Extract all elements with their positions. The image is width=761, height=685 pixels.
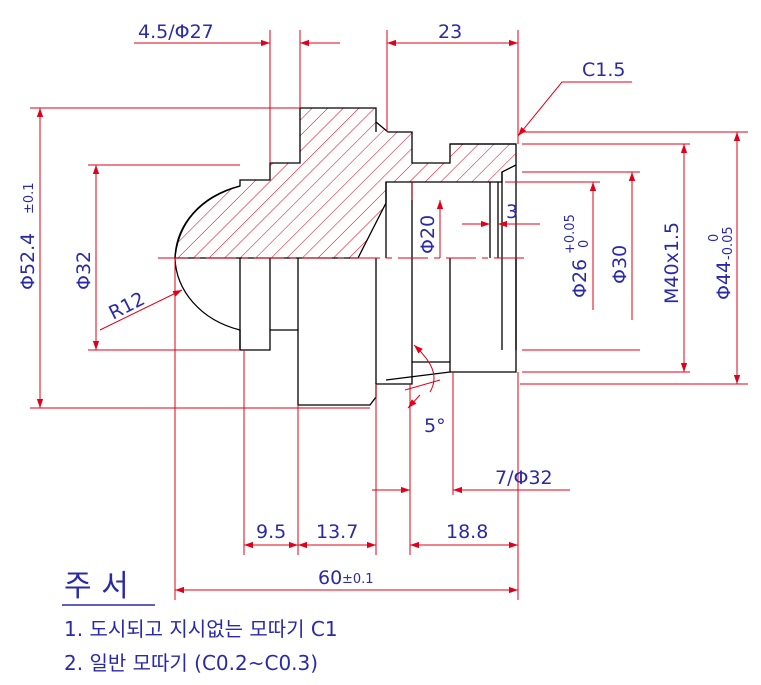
- dim-dia-30: Φ30: [609, 245, 631, 284]
- dim-radius: R12: [105, 288, 148, 325]
- lower-half-outline: [174, 257, 517, 406]
- dim-dia-44-tol-upper: 0: [707, 234, 722, 242]
- dim-groove-right: 7/Φ32: [495, 467, 553, 489]
- note-line-1: 1. 도시되고 지시없는 모따기 C1: [64, 617, 338, 641]
- dim-dia-26-tol-upper: +0.05: [563, 214, 578, 254]
- groove-edges: [375, 122, 516, 145]
- dim-len-18-8: 18.8: [446, 521, 488, 543]
- dim-groove-width: 4.5/Φ27: [138, 21, 214, 43]
- chamfer-5deg: [385, 371, 451, 381]
- dim-flange-dia-group: Φ52.4 ±0.1: [17, 182, 39, 290]
- notes-block: 주 서 1. 도시되고 지시없는 모따기 C1 2. 일반 모따기 (C0.2~…: [62, 569, 338, 675]
- dim-dia-26: Φ26: [569, 259, 591, 298]
- notes-title: 주 서: [64, 569, 129, 604]
- section-hatch: [174, 107, 517, 259]
- dim-dia-26-tol-lower: 0: [577, 240, 592, 248]
- extension-lines: [30, 30, 748, 600]
- dim-angle: 5°: [424, 415, 446, 437]
- dim-dia-44-tol-lower: -0.05: [721, 226, 736, 260]
- dim-flange-dia-tol: ±0.1: [22, 182, 37, 214]
- dim-len-13-7: 13.7: [316, 521, 358, 543]
- dimension-lines: [36, 39, 741, 594]
- dim-len-9-5: 9.5: [256, 521, 286, 543]
- dim-flange-dia: Φ52.4: [17, 233, 39, 290]
- part-section: [174, 107, 517, 406]
- dim-chamfer-end: C1.5: [582, 59, 625, 81]
- dim-total-length-tol: ±0.1: [342, 572, 374, 587]
- dim-dia-26-group: Φ26 +0.05 0: [563, 214, 592, 298]
- dim-dia-32-left: Φ32: [73, 251, 95, 290]
- dim-dia-44-group: Φ44 0 -0.05: [707, 226, 736, 300]
- dim-dia-44: Φ44: [713, 261, 735, 300]
- dim-thread-spec: M40x1.5: [661, 222, 683, 304]
- lower-profile-lines: [239, 258, 451, 384]
- dim-3: 3: [506, 201, 518, 223]
- dim-total-length-group: 60 ±0.1: [318, 567, 374, 589]
- note-line-2: 2. 일반 모따기 (C0.2~C0.3): [64, 651, 318, 675]
- ball-arc-upper: [174, 185, 241, 259]
- bore-lines: [385, 182, 499, 258]
- dim-dia-20: Φ20: [417, 215, 439, 254]
- dim-total-length: 60: [318, 567, 342, 589]
- dim-thread-length: 23: [438, 21, 462, 43]
